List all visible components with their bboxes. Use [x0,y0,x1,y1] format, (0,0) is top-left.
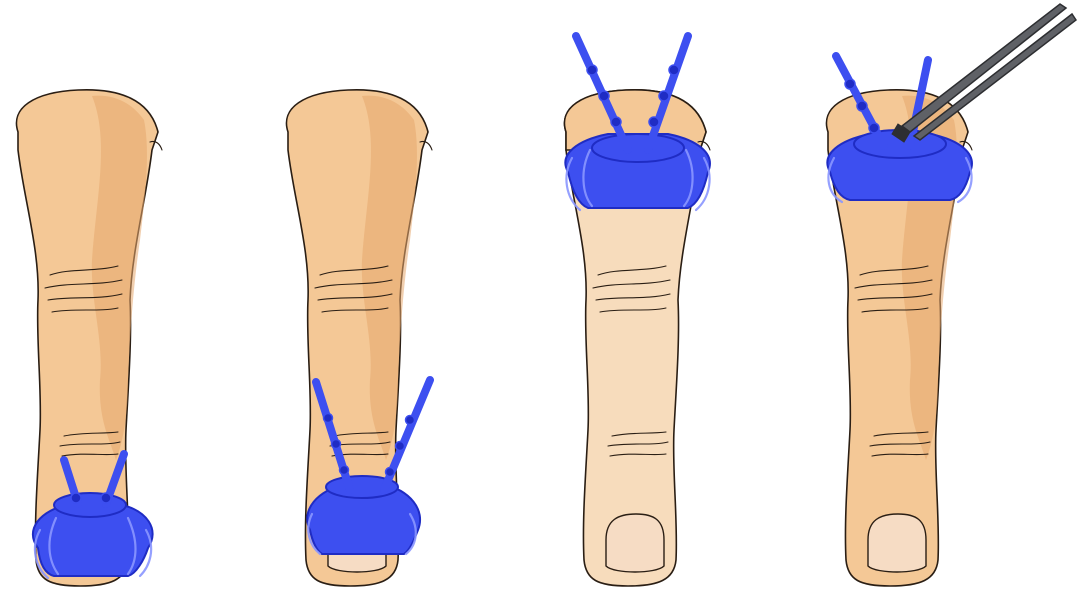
device-disc [592,134,684,162]
fingernail [868,514,926,572]
device-bead [659,91,669,101]
device-bead [71,493,81,503]
device-bead [332,440,341,449]
device-bead [396,442,405,451]
panel-step-1-drawing [0,0,200,590]
device-bead [611,117,621,127]
panel-step-3-drawing [548,0,748,590]
panel-step-4 [810,0,1077,590]
panel-step-3 [548,0,748,590]
fingernail [606,514,664,572]
device-bead [669,65,679,75]
device-bead [340,466,349,475]
device-bead [386,468,395,477]
panel-step-4-drawing [810,0,1077,590]
device-bead [857,101,867,111]
device-bead [845,79,855,89]
device-bead [101,493,111,503]
panel-step-2 [270,0,470,590]
device-disc [54,493,126,517]
device-bead [869,123,879,133]
panel-step-1 [0,0,200,590]
forceps-body [914,14,1076,140]
forceps [892,4,1076,142]
device-bead [406,416,415,425]
device-bead [649,117,659,127]
device-bead [587,65,597,75]
panel-step-2-drawing [270,0,470,590]
device-bead [324,414,333,423]
device-bead [599,91,609,101]
